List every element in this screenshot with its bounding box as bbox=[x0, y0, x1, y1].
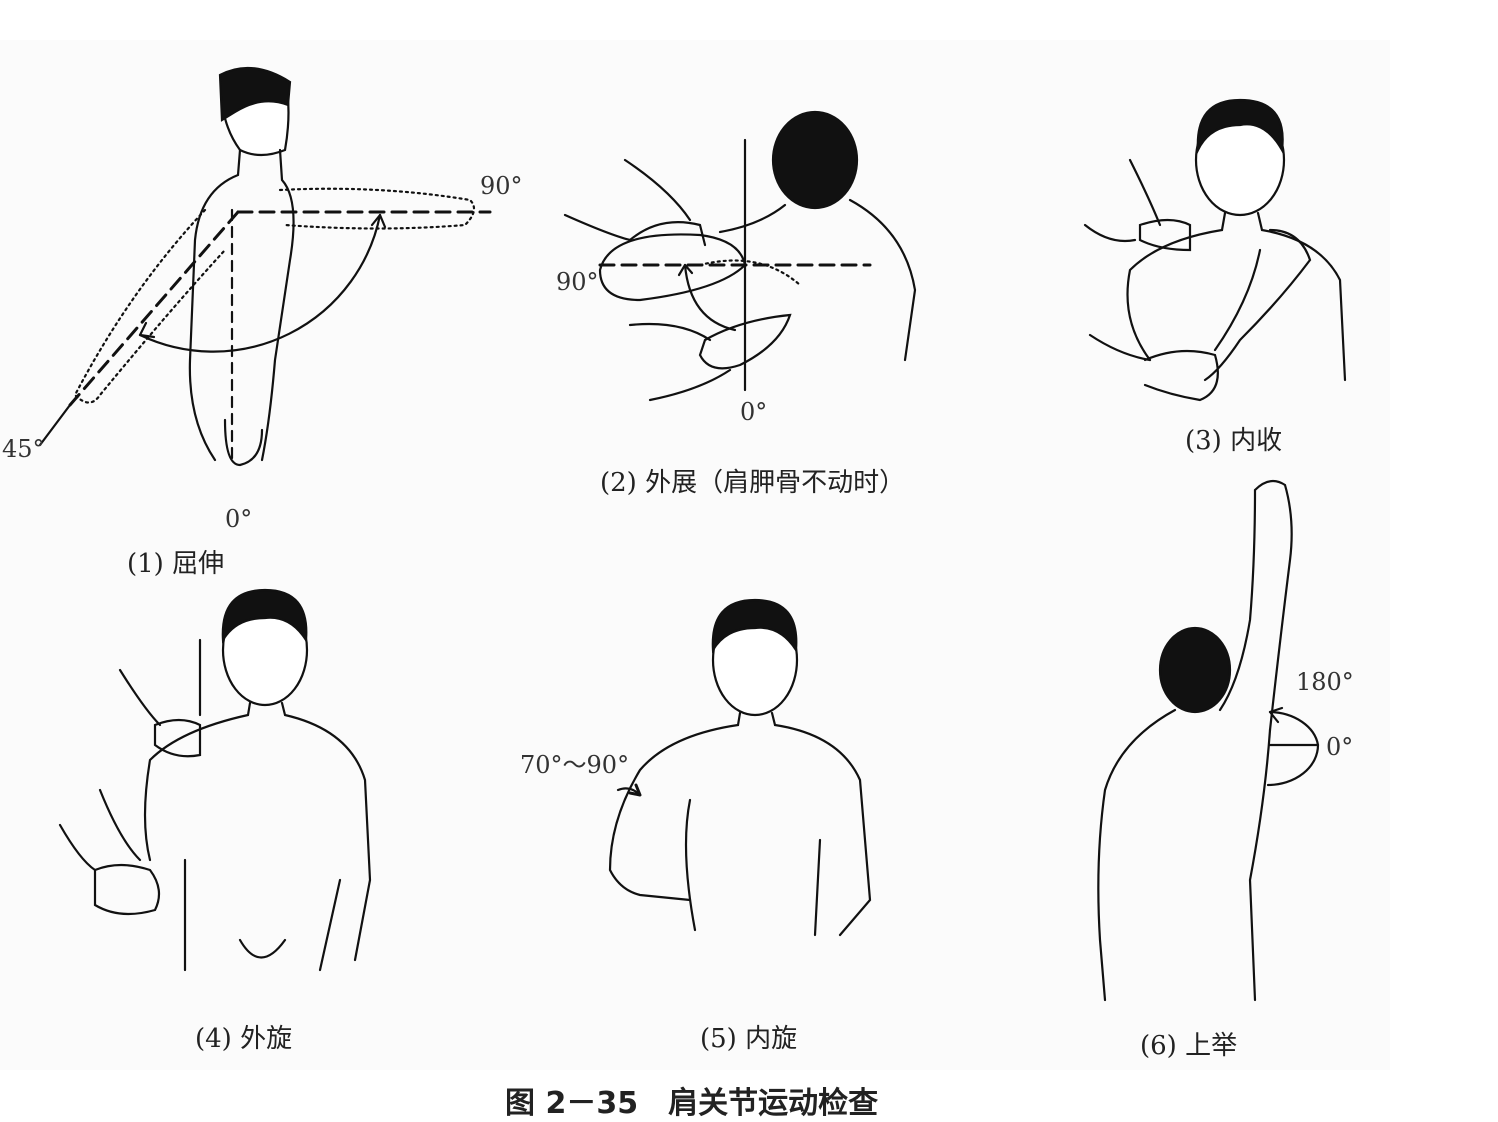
illustration-internal-rotation bbox=[608, 598, 872, 937]
panel-label-abduction: (2) 外展（肩胛骨不动时） bbox=[600, 468, 906, 498]
panel-label-elevation: (6) 上举 bbox=[1140, 1031, 1238, 1061]
illustration-elevation bbox=[1097, 479, 1320, 1002]
illustration-external-rotation bbox=[58, 588, 372, 972]
illustration-abduction bbox=[563, 110, 917, 402]
figure-caption: 图 2－35 肩关节运动检查 bbox=[505, 1086, 879, 1121]
angle-label-70-90: 70°～90° bbox=[520, 751, 630, 779]
angle-label-90: 90° bbox=[480, 172, 523, 200]
panel-label-adduction: (3) 内收 bbox=[1185, 426, 1283, 456]
panel-label-external-rotation: (4) 外旋 bbox=[195, 1024, 293, 1054]
panel-label-internal-rotation: (5) 内旋 bbox=[700, 1024, 798, 1054]
illustration-flexion-extension bbox=[38, 66, 492, 467]
panel-label-flexion-extension: (1) 屈伸 bbox=[127, 549, 225, 579]
angle-label-0: 0° bbox=[225, 505, 253, 533]
angle-label-0: 0° bbox=[1326, 733, 1354, 761]
illustration-adduction bbox=[1083, 98, 1347, 402]
angle-label-45: 45° bbox=[2, 435, 45, 463]
angle-label-180: 180° bbox=[1296, 668, 1354, 696]
angle-label-90: 90° bbox=[556, 268, 599, 296]
angle-label-0: 0° bbox=[740, 398, 768, 426]
